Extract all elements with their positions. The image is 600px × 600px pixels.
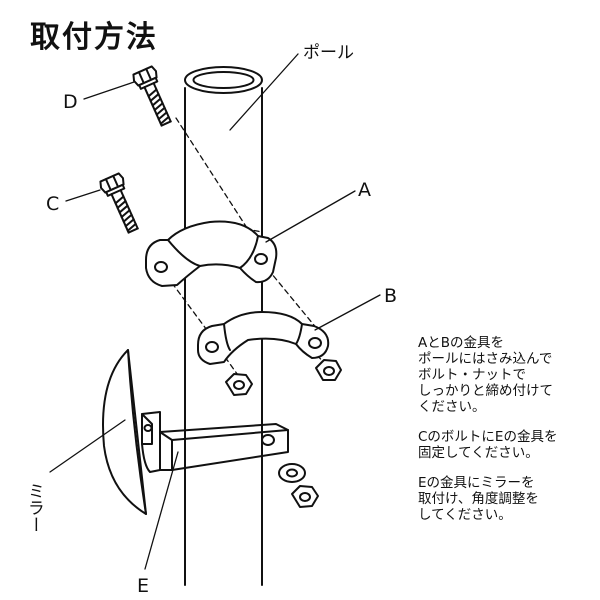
label-b: B (384, 285, 397, 307)
instruction-step-2: CのボルトにEの金具を 固定してください。 (418, 429, 558, 461)
label-pole: ポール (303, 43, 354, 63)
label-e: E (137, 575, 149, 597)
label-mirror: ミラー (24, 482, 44, 533)
bracket-b (197, 311, 330, 365)
bolt-d (132, 65, 172, 127)
nut-upper-right (315, 359, 342, 381)
instructions: AとBの金具を ポールにはさみ込んで ボルト・ナットで しっかりと締め付けて く… (418, 335, 598, 537)
instruction-step-3: Eの金具にミラーを 取付け、角度調整を してください。 (418, 475, 539, 523)
label-c: C (46, 193, 59, 215)
nut-upper-left (225, 373, 253, 396)
bracket-e (141, 411, 289, 473)
label-d: D (63, 91, 78, 113)
nut-lower (291, 485, 319, 508)
mirror (102, 349, 147, 515)
bracket-a (145, 220, 278, 287)
bolt-c (99, 172, 139, 234)
washer-lower (278, 463, 306, 483)
page-title: 取付方法 (30, 20, 158, 55)
leader-lines (49, 53, 381, 570)
label-a: A (358, 179, 371, 201)
instruction-step-1: AとBの金具を ポールにはさみ込んで ボルト・ナットで しっかりと締め付けて く… (418, 335, 553, 415)
